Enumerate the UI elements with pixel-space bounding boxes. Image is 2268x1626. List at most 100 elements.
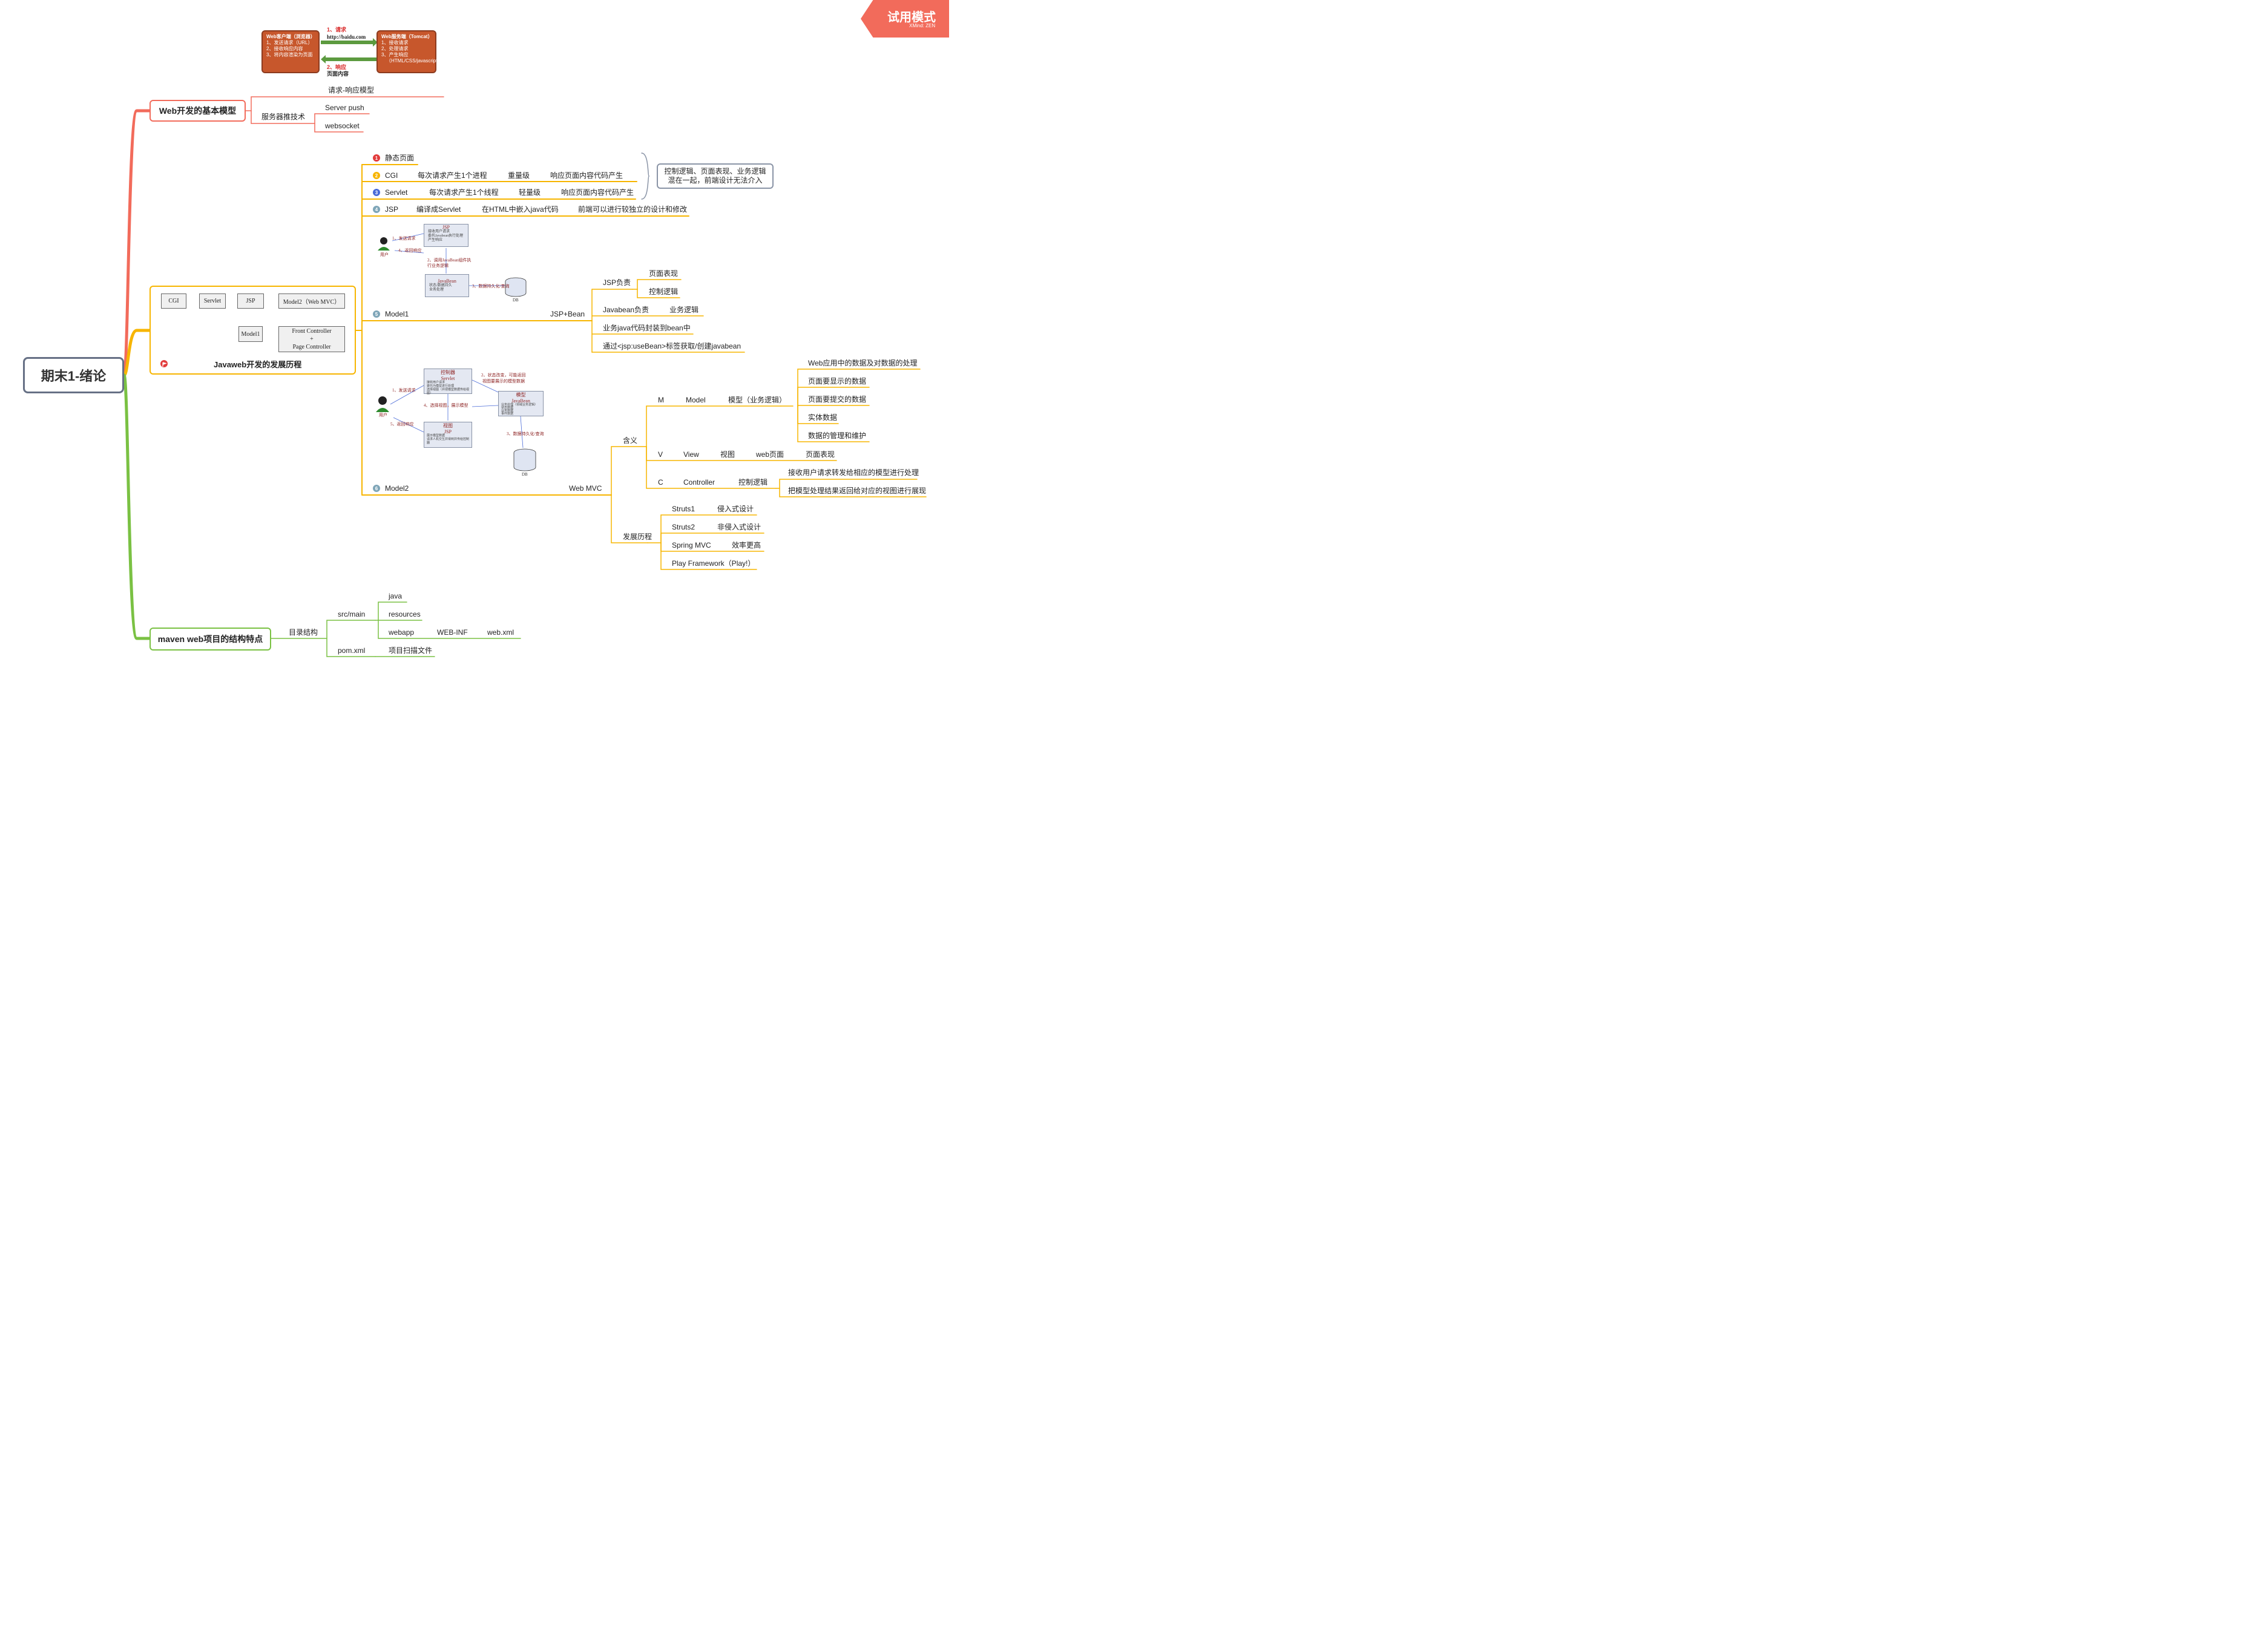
mvc-m-item[interactable]: 实体数据	[808, 413, 838, 422]
maven-dir[interactable]: 目录结构	[289, 628, 318, 637]
framework-note[interactable]: 效率更高	[732, 541, 761, 549]
stage-static-page[interactable]: 静态页面	[385, 154, 415, 162]
model1-jsp-resp[interactable]: JSP负责	[603, 278, 631, 287]
framework-note[interactable]: 侵入式设计	[717, 505, 754, 513]
stage-jsp[interactable]: JSP	[385, 205, 399, 214]
jsp-detail[interactable]: 编译成Servlet	[416, 205, 461, 214]
model1-bean-resp[interactable]: Javabean负责	[603, 306, 649, 314]
servlet-detail[interactable]: 每次请求产生1个线程	[429, 188, 499, 197]
m2-step5: 5、返回响应	[390, 422, 414, 427]
m1-step2: 2、调用JavaBean组件执	[427, 258, 472, 263]
model1-note[interactable]: 通过<jsp:useBean>标签获取/创建javabean	[603, 342, 741, 350]
stage-number-icon: 6	[373, 485, 380, 492]
web-server-line: （HTML/CSS/javascript）	[386, 58, 442, 64]
web-client-box: Web客户端（浏览器） 1、发送请求（URL） 2、接收响应内容 3、将内容渲染…	[261, 30, 320, 73]
flow-servlet: Servlet	[199, 293, 226, 309]
javaweb-history-title: Javaweb开发的发展历程	[214, 360, 302, 369]
model1-jsp-bean[interactable]: JSP+Bean	[550, 310, 585, 318]
maven-pom-note[interactable]: 项目扫描文件	[389, 646, 433, 655]
mvc-v-item[interactable]: web页面	[756, 450, 784, 459]
maven-pom[interactable]: pom.xml	[338, 646, 366, 655]
jsp-detail[interactable]: 前端可以进行较独立的设计和修改	[578, 205, 688, 214]
servlet-detail[interactable]: 响应页面内容代码产生	[561, 188, 634, 197]
topic-server-push[interactable]: Server push	[325, 103, 364, 112]
m1-bean-line: 状态/数据持久	[429, 284, 452, 287]
stage-cgi[interactable]: CGI	[385, 171, 398, 180]
stage-number-icon: 3	[373, 189, 380, 196]
topic-javaweb-history[interactable]: CGI Servlet JSP Model2（Web MVC） Model1 F…	[150, 286, 356, 375]
m2-ctrl-line: 选择视图（并把模型数据传给视图）	[427, 388, 470, 395]
root-topic[interactable]: 期末1-绪论	[23, 357, 124, 393]
flow-model2: Model2（Web MVC）	[278, 293, 345, 309]
m2-view-line: 展示模型数据	[427, 434, 445, 438]
maven-src-item[interactable]: java	[389, 592, 403, 600]
framework-name[interactable]: Spring MVC	[672, 541, 711, 549]
mvc-c-desc[interactable]: 控制逻辑	[738, 478, 768, 487]
topic-websocket[interactable]: websocket	[325, 122, 360, 130]
summary-line: 控制逻辑、页面表现、业务逻辑	[664, 167, 766, 175]
mvc-v-desc[interactable]: 视图	[720, 450, 735, 459]
maven-src-item[interactable]: resources	[389, 610, 421, 618]
web-server-line: 2、处理请求	[381, 46, 409, 51]
mvc-c-item[interactable]: 把模型处理结果返回给对应的视图进行展现	[788, 487, 927, 495]
summary-callout[interactable]: 控制逻辑、页面表现、业务逻辑 混在一起，前端设计无法介入	[657, 163, 774, 189]
m2-model-line: 业务处理（领域业务逻辑）	[501, 404, 538, 407]
model1-note[interactable]: 业务java代码封装到bean中	[603, 324, 691, 332]
web-server-box: Web服务端（Tomcat） 1、接收请求 2、处理请求 3、产生响应 （HTM…	[376, 30, 442, 73]
framework-name[interactable]: Struts1	[672, 505, 695, 513]
mvc-m-letter[interactable]: M	[658, 396, 664, 404]
topic-request-response[interactable]: 请求-响应模型	[328, 86, 374, 94]
mvc-c-letter[interactable]: C	[658, 478, 663, 487]
topic-web-basic-model[interactable]: Web开发的基本模型	[150, 100, 246, 122]
mvc-m-item[interactable]: 页面要显示的数据	[808, 377, 867, 385]
stage-number-icon: 5	[373, 310, 380, 318]
m1-bean-title: JavaBean	[438, 278, 456, 284]
m1-step2b: 行业务逻辑	[427, 263, 449, 268]
mvc-c-item[interactable]: 接收用户请求转发给相应的模型进行处理	[788, 468, 919, 477]
maven-web-inf[interactable]: WEB-INF	[437, 628, 468, 637]
stage-servlet[interactable]: Servlet	[385, 188, 408, 197]
maven-src-item[interactable]: webapp	[389, 628, 415, 637]
mvc-v-name[interactable]: View	[683, 450, 699, 459]
m2-db-label: DB	[522, 472, 528, 477]
mvc-meaning[interactable]: 含义	[623, 436, 638, 445]
framework-note[interactable]: 非侵入式设计	[717, 523, 761, 531]
cgi-detail[interactable]: 重量级	[508, 171, 530, 180]
stage-model2[interactable]: Model2	[385, 484, 409, 493]
topic-maven-structure[interactable]: maven web项目的结构特点	[150, 628, 271, 651]
mvc-m-item[interactable]: 页面要提交的数据	[808, 395, 867, 404]
mvc-m-item[interactable]: 数据的管理和维护	[808, 431, 867, 440]
web-server-title: Web服务端（Tomcat）	[381, 34, 433, 39]
m2-model-line: 业务数据	[501, 410, 514, 413]
cgi-detail[interactable]: 响应页面内容代码产生	[550, 171, 623, 180]
mvc-c-name[interactable]: Controller	[683, 478, 715, 487]
mvc-m-desc[interactable]: 模型（业务逻辑）	[728, 396, 787, 404]
model1-bean-item[interactable]: 业务逻辑	[669, 306, 699, 314]
model1-jsp-item[interactable]: 控制逻辑	[649, 287, 679, 296]
mvc-m-name[interactable]: Model	[686, 396, 706, 404]
mindmap-connectors	[122, 38, 927, 657]
m1-step4: 4、返回响应	[398, 248, 422, 253]
m2-model-line: 状态数据	[501, 407, 514, 410]
mvc-history[interactable]: 发展历程	[623, 533, 652, 541]
trial-mode-banner[interactable]: 试用模式 XMind: ZEN	[861, 0, 949, 38]
model1-jsp-item[interactable]: 页面表现	[649, 269, 679, 278]
m2-ctrl-line: 接收用户请求	[427, 381, 445, 384]
mvc-m-item[interactable]: Web应用中的数据及对数据的处理	[808, 359, 918, 367]
mvc-v-letter[interactable]: V	[658, 450, 663, 459]
framework-name[interactable]: Struts2	[672, 523, 695, 531]
jsp-detail[interactable]: 在HTML中嵌入java代码	[482, 205, 559, 214]
framework-name[interactable]: Play Framework（Play!）	[672, 559, 755, 568]
model2-web-mvc[interactable]: Web MVC	[569, 484, 602, 493]
m2-view-sub: JSP	[444, 429, 452, 434]
servlet-detail[interactable]: 轻量级	[519, 188, 541, 197]
m1-step1: 1、发送请求	[392, 236, 416, 241]
cgi-detail[interactable]: 每次请求产生1个进程	[418, 171, 487, 180]
mvc-v-item[interactable]: 页面表现	[806, 450, 835, 459]
maven-web-xml[interactable]: web.xml	[487, 628, 514, 637]
flow-front-page-controller: Front Controller + Page Controller	[278, 326, 345, 352]
maven-src-main[interactable]: src/main	[338, 610, 366, 618]
m2-user-label: 用户	[379, 413, 387, 418]
stage-model1[interactable]: Model1	[385, 310, 409, 318]
topic-server-push-tech[interactable]: 服务器推技术	[261, 113, 306, 121]
